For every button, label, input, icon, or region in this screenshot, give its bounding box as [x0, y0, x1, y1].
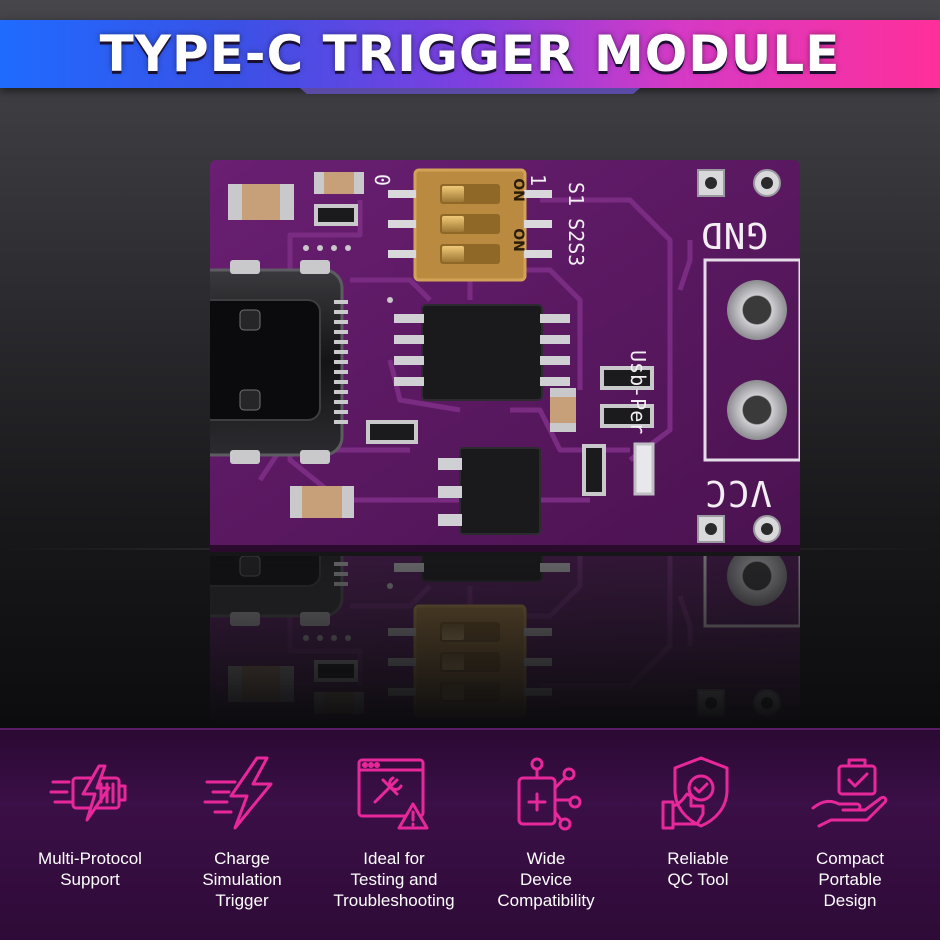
board-reflection-graphic [210, 556, 800, 726]
feature-charge-simulation: Charge Simulation Trigger [167, 752, 317, 940]
switch-on-label-1: ON [509, 178, 526, 202]
browser-tools-warning-icon [353, 752, 435, 834]
switch-id-label: S1 S2S3 [564, 182, 588, 267]
shield-thumbs-up-icon [657, 752, 739, 834]
pcb-board-graphic [180, 160, 802, 552]
feature-label: Multi-Protocol Support [38, 849, 142, 889]
feature-compact: Compact Portable Design [775, 752, 925, 940]
feature-multi-protocol: Multi-Protocol Support [15, 752, 165, 940]
vcc-label: VCC [704, 472, 773, 513]
pcb-board: GND VCC Usb-Per S1 S2S3 1 0 ON ON [180, 160, 802, 552]
switch-zero-label: 0 [370, 173, 395, 187]
product-photo: GND VCC Usb-Per S1 S2S3 1 0 ON ON [0, 0, 940, 728]
switch-on-label-2: ON [509, 228, 526, 252]
feature-testing: Ideal for Testing and Troubleshooting [319, 752, 469, 940]
feature-reliable: Reliable QC Tool [623, 752, 773, 940]
lightning-bolt-icon [201, 752, 283, 834]
gnd-label: GND [700, 214, 769, 255]
feature-strip: Multi-Protocol Support Charge Simulation… [0, 728, 940, 940]
board-reflection [210, 556, 800, 726]
feature-label: Compact Portable Design [815, 849, 885, 910]
hand-with-box-icon [809, 752, 891, 834]
device-network-icon [505, 752, 587, 834]
fast-charging-battery-icon [49, 752, 131, 834]
feature-label: Wide Device Compatibility [497, 849, 595, 910]
usb-per-label: Usb-Per [626, 350, 650, 435]
title-banner: TYPE-C TRIGGER MODULE [0, 20, 940, 88]
feature-label: Charge Simulation Trigger [202, 849, 282, 910]
feature-compatibility: Wide Device Compatibility [471, 752, 621, 940]
feature-label: Reliable QC Tool [667, 849, 729, 889]
banner-title: TYPE-C TRIGGER MODULE [99, 25, 841, 83]
switch-one-label: 1 [526, 173, 551, 187]
feature-label: Ideal for Testing and Troubleshooting [333, 849, 455, 910]
